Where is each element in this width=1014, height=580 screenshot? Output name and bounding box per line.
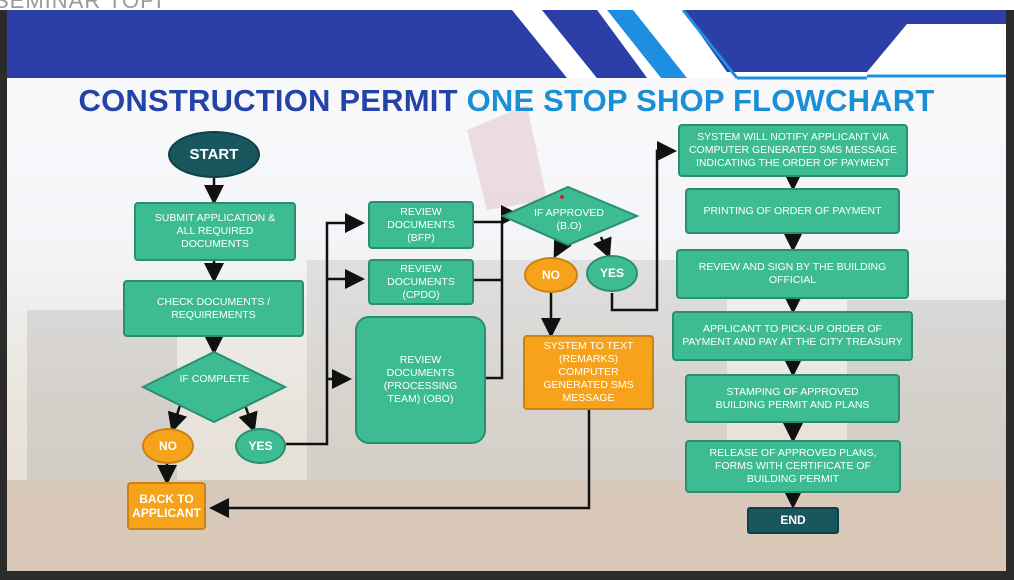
red-dot-marker xyxy=(560,195,564,199)
arrow-approved-yes xyxy=(593,236,612,259)
end-terminal: END xyxy=(747,507,839,534)
arrow-decision-no xyxy=(167,401,187,433)
arrow-merge xyxy=(474,220,504,380)
pickup-payment-step: APPLICANT TO PICK-UP ORDER OF PAYMENT AN… xyxy=(672,311,913,361)
arrow-yes-notify xyxy=(610,141,677,312)
notify-applicant-step: SYSTEM WILL NOTIFY APPLICANT VIA COMPUTE… xyxy=(678,124,908,177)
review-cpdo-step: REVIEW DOCUMENTS (CPDO) xyxy=(368,259,474,305)
yes-branch-1: YES xyxy=(235,428,286,464)
arrow-sms-back xyxy=(209,408,591,518)
flow-connectors xyxy=(140,141,803,518)
banner-stripe-dark xyxy=(635,10,1006,72)
release-plans-step: RELEASE OF APPROVED PLANS, FORMS WITH CE… xyxy=(685,440,901,493)
banner-stripe-inner xyxy=(542,10,647,78)
slide: CONSTRUCTION PERMIT ONE STOP SHOP FLOWCH… xyxy=(7,10,1006,571)
no-branch-2: NO xyxy=(524,257,578,293)
if-complete-label: IF COMPLETE xyxy=(179,373,250,385)
banner-stripe-blue xyxy=(607,10,687,78)
review-sign-step: REVIEW AND SIGN BY THE BUILDING OFFICIAL xyxy=(676,249,909,299)
sms-remarks-step: SYSTEM TO TEXT (REMARKS) COMPUTER GENERA… xyxy=(523,335,654,410)
yes-branch-2: YES xyxy=(586,255,638,292)
title-part-2: ONE STOP SHOP FLOWCHART xyxy=(466,83,935,118)
decision-if-approved xyxy=(500,185,640,247)
submit-application-step: SUBMIT APPLICATION & ALL REQUIRED DOCUME… xyxy=(134,202,296,261)
review-bfp-step: REVIEW DOCUMENTS (BFP) xyxy=(368,201,474,249)
title-part-1: CONSTRUCTION PERMIT xyxy=(78,83,458,118)
arrow-yes-bfp xyxy=(286,213,365,446)
banner-stripe-white xyxy=(512,10,597,78)
check-documents-step: CHECK DOCUMENTS / REQUIREMENTS xyxy=(123,280,304,337)
start-terminal: START xyxy=(168,131,260,178)
page-title: CONSTRUCTION PERMIT ONE STOP SHOP FLOWCH… xyxy=(7,83,1006,119)
back-to-applicant-step: BACK TO APPLICANT xyxy=(127,482,206,530)
decision-if-complete xyxy=(140,350,288,424)
stamping-step: STAMPING OF APPROVED BUILDING PERMIT AND… xyxy=(685,374,900,423)
review-obo-step: REVIEW DOCUMENTS (PROCESSING TEAM) (OBO) xyxy=(355,316,486,444)
if-approved-label: IF APPROVED (B.O) xyxy=(533,207,605,232)
printing-step: PRINTING OF ORDER OF PAYMENT xyxy=(685,188,900,234)
no-branch-1: NO xyxy=(142,428,194,464)
